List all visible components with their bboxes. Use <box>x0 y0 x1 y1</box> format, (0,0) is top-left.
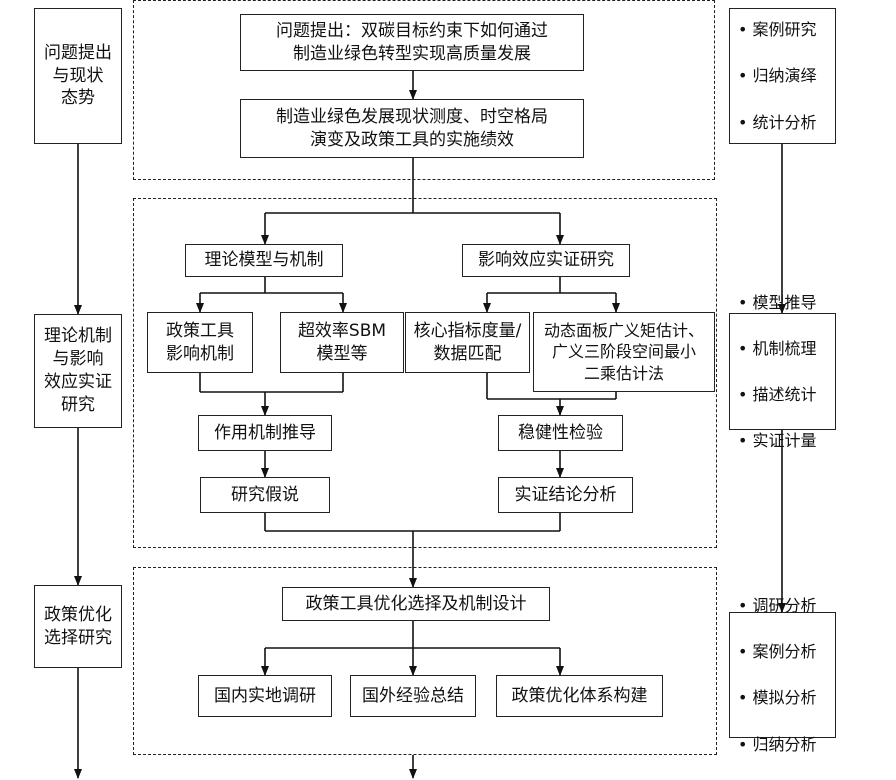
policy-mechanism-box: 政策工具 影响机制 <box>147 312 253 373</box>
domestic-research-box: 国内实地调研 <box>198 675 332 717</box>
right-methods-2: 模型推导 机制梳理 描述统计 实证计量 <box>729 293 836 450</box>
method-item: 描述统计 <box>738 383 817 406</box>
method-item: 模型推导 <box>738 291 817 314</box>
policy-system-box: 政策优化体系构建 <box>496 675 663 717</box>
mechanism-derivation-box: 作用机制推导 <box>198 415 332 451</box>
section3-frame <box>133 567 717 755</box>
method-item: 调研分析 <box>738 594 817 617</box>
section2-frame <box>133 198 717 548</box>
right-methods-3: 调研分析 案例分析 模拟分析 归纳分析 <box>729 596 836 754</box>
sbm-model-box: 超效率SBM 模型等 <box>280 312 404 373</box>
core-index-box: 核心指标度量/ 数据匹配 <box>405 312 530 373</box>
right-methods-1-list: 案例研究 归纳演绎 统计分析 <box>730 0 817 157</box>
status-box: 制造业绿色发展现状测度、时空格局 演变及政策工具的实施绩效 <box>240 99 584 158</box>
empirical-study-box: 影响效应实证研究 <box>462 244 630 277</box>
right-methods-2-list: 模型推导 机制梳理 描述统计 实证计量 <box>730 268 817 475</box>
left-stage-policy: 政策优化 选择研究 <box>34 585 122 668</box>
right-methods-3-list: 调研分析 案例分析 模拟分析 归纳分析 <box>730 571 817 778</box>
method-item: 案例研究 <box>738 18 817 41</box>
theory-model-box: 理论模型与机制 <box>185 244 343 277</box>
method-item: 机制梳理 <box>738 337 817 360</box>
method-item: 归纳演绎 <box>738 64 817 87</box>
method-item: 案例分析 <box>738 640 817 663</box>
gmm-method-box: 动态面板广义矩估计、 广义三阶段空间最小 二乘估计法 <box>533 312 715 392</box>
left-stage-theory: 理论机制 与影响 效应实证 研究 <box>34 314 122 428</box>
method-item: 模拟分析 <box>738 686 817 709</box>
policy-design-box: 政策工具优化选择及机制设计 <box>282 587 550 621</box>
foreign-experience-box: 国外经验总结 <box>350 675 476 717</box>
robustness-test-box: 稳健性检验 <box>498 415 623 451</box>
right-methods-1: 案例研究 归纳演绎 统计分析 <box>729 8 836 144</box>
method-item: 统计分析 <box>738 111 817 134</box>
question-box: 问题提出：双碳目标约束下如何通过 制造业绿色转型实现高质量发展 <box>240 14 584 71</box>
left-stage-question: 问题提出 与现状 态势 <box>34 8 122 144</box>
section1-frame <box>133 0 715 180</box>
hypothesis-box: 研究假说 <box>200 477 330 513</box>
conclusion-analysis-box: 实证结论分析 <box>498 477 633 513</box>
method-item: 归纳分析 <box>738 733 817 756</box>
method-item: 实证计量 <box>738 429 817 452</box>
